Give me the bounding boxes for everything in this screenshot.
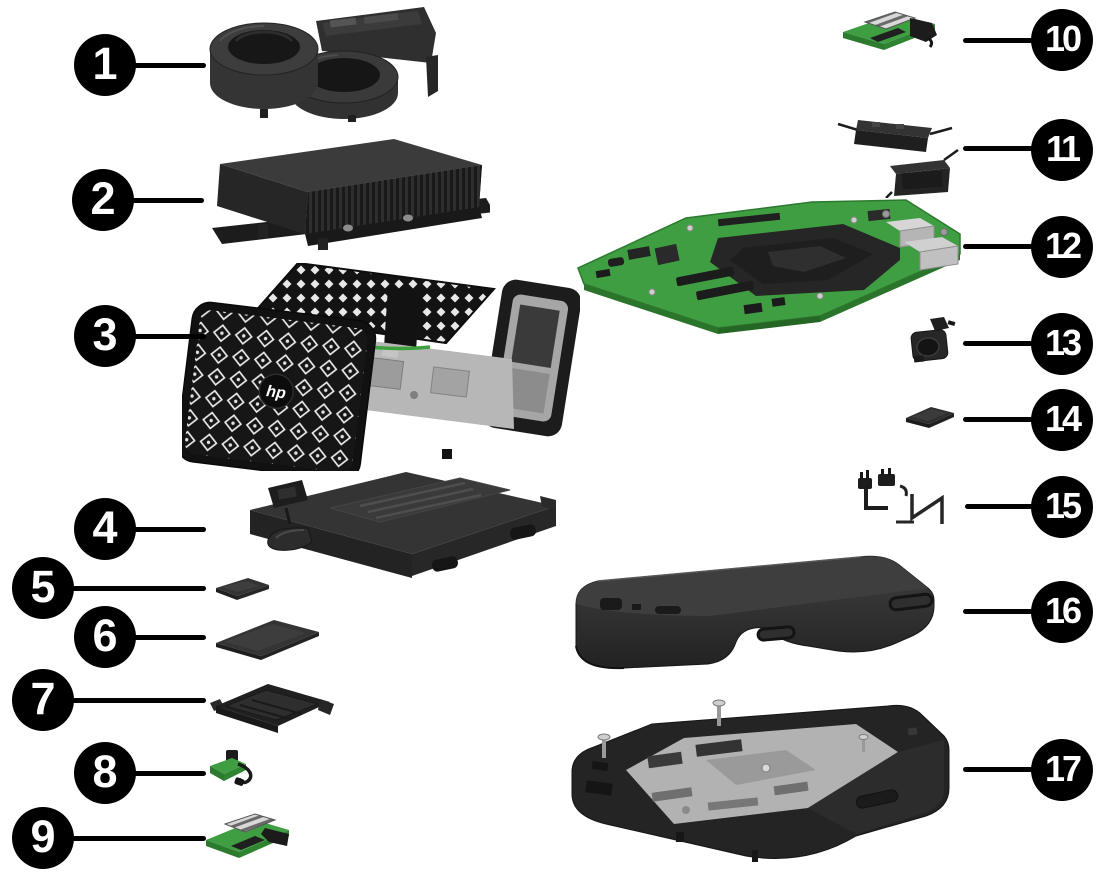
callout-9-badge: 9	[12, 807, 74, 869]
part-5-small-card	[210, 575, 275, 603]
part-10-flash-module-board	[840, 8, 945, 60]
callout-3-badge: 3	[74, 305, 136, 367]
part-6-m2-ssd	[210, 613, 325, 663]
callout-10-leader-line	[963, 38, 1033, 43]
callout-6-badge: 6	[74, 606, 136, 668]
callout-13-leader-line	[963, 341, 1033, 346]
callout-2-badge: 2	[72, 169, 134, 231]
callout-4-leader-line	[134, 527, 206, 532]
heatsink-fins	[305, 165, 482, 234]
cover-vent-cutouts	[600, 598, 681, 614]
callout-16-badge: 16	[1031, 581, 1093, 643]
callout-3-leader-line	[134, 334, 206, 339]
cpu-socket	[710, 224, 900, 296]
chassis-standoff-screws	[597, 699, 869, 758]
callout-12-badge: 12	[1031, 216, 1093, 278]
part-9-module-on-green-carrier	[203, 806, 293, 864]
board-components	[595, 212, 858, 315]
part-7-drive-carrier	[206, 673, 336, 737]
callout-14-leader-line	[963, 417, 1033, 422]
callout-2-leader-line	[132, 198, 204, 203]
drive-handle	[267, 480, 313, 551]
callout-8-badge: 8	[74, 742, 136, 804]
cage-front-mesh-panel: hp	[182, 301, 377, 471]
callout-5-leader-line	[72, 586, 206, 591]
callout-17-badge: 17	[1031, 739, 1093, 801]
callout-12-leader-line	[963, 244, 1033, 249]
callout-7-leader-line	[72, 698, 206, 703]
callout-6-leader-line	[134, 635, 206, 640]
part-14-small-cover	[901, 403, 959, 429]
callout-8-leader-line	[134, 771, 206, 776]
callout-15-leader-line	[965, 504, 1033, 509]
callout-15-badge: 15	[1031, 476, 1093, 538]
callout-16-leader-line	[963, 609, 1033, 614]
callout-9-leader-line	[72, 836, 206, 841]
callout-7-badge: 7	[12, 669, 74, 731]
part-15-antenna-bracket	[852, 468, 964, 534]
part-2-heat-sink	[198, 128, 490, 264]
callout-17-leader-line	[963, 767, 1033, 772]
callout-4-badge: 4	[74, 498, 136, 560]
hp-logo	[258, 373, 294, 410]
callout-5-badge: 5	[12, 557, 74, 619]
chassis-floor	[626, 724, 898, 824]
part-3-chassis-drive-cage: hp	[182, 263, 580, 471]
callout-14-badge: 14	[1031, 389, 1093, 451]
part-11-bracket-pair	[832, 108, 967, 198]
callout-10-badge: 10	[1031, 9, 1093, 71]
part-17-bottom-chassis	[556, 690, 964, 875]
part-8-board-with-cable	[206, 748, 258, 794]
callout-1-badge: 1	[74, 34, 136, 96]
io-ports	[867, 208, 959, 271]
bracket-lower	[885, 148, 959, 198]
part-4-hard-drive-module	[210, 466, 560, 586]
callout-11-leader-line	[963, 146, 1033, 151]
callout-11-badge: 11	[1031, 119, 1093, 181]
part-1-dual-blower-fan-assembly	[198, 5, 438, 123]
callout-13-badge: 13	[1031, 313, 1093, 375]
hp-logo-text: hp	[265, 383, 287, 402]
part-16-top-cover	[560, 548, 962, 690]
blower-fan-left	[209, 22, 319, 109]
part-13-small-speaker	[904, 316, 962, 368]
part-12-system-board	[568, 196, 964, 338]
callout-1-leader-line	[134, 63, 206, 68]
bracket-upper	[837, 120, 953, 152]
